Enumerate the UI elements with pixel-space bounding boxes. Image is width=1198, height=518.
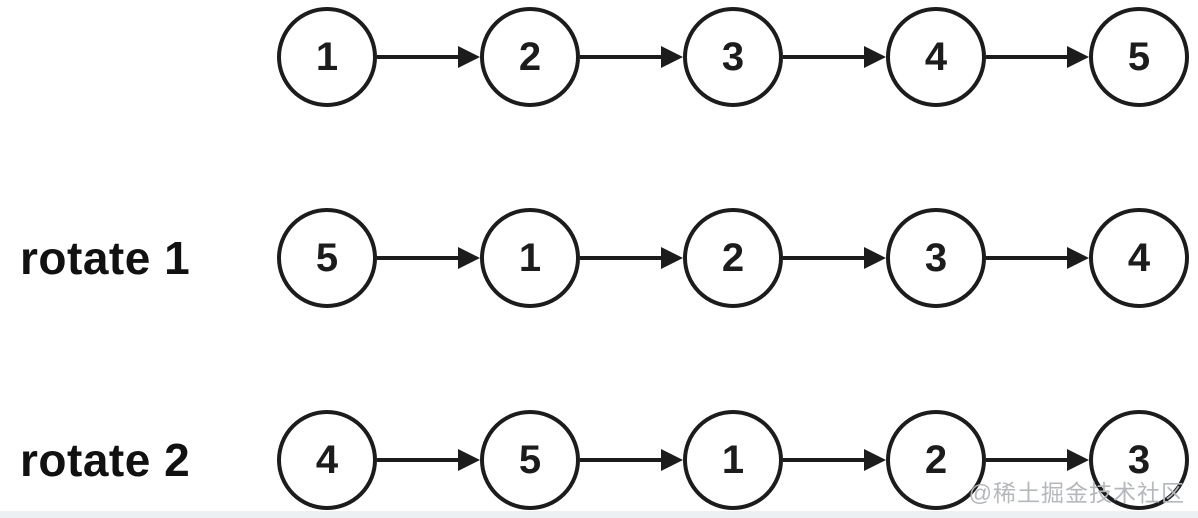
arrow-shaft xyxy=(783,458,864,462)
arrow-head xyxy=(1067,449,1089,471)
list-node: 3 xyxy=(886,208,986,308)
row-label-zone: rotate 2 xyxy=(0,410,277,510)
node-value: 5 xyxy=(315,236,339,280)
arrow-shaft xyxy=(377,458,458,462)
list-node: 2 xyxy=(683,208,783,308)
arrow-right-icon xyxy=(783,46,886,68)
arrow-right-icon xyxy=(580,247,683,269)
node-value: 4 xyxy=(1127,236,1151,280)
list-node: 1 xyxy=(683,410,783,510)
arrow-head xyxy=(458,449,480,471)
arrow-shaft xyxy=(580,55,661,59)
node-value: 5 xyxy=(518,438,542,482)
arrow-shaft xyxy=(986,458,1067,462)
node-value: 3 xyxy=(924,236,948,280)
list-node: 2 xyxy=(480,7,580,107)
arrow-shaft xyxy=(783,256,864,260)
arrow-right-icon xyxy=(986,449,1089,471)
list-node: 4 xyxy=(277,410,377,510)
arrow-head xyxy=(864,46,886,68)
row-label-zone: rotate 1 xyxy=(0,208,277,308)
node-value: 3 xyxy=(1127,438,1151,482)
list-node: 3 xyxy=(1089,410,1189,510)
arrow-shaft xyxy=(580,458,661,462)
list-node: 2 xyxy=(886,410,986,510)
row-label: rotate 2 xyxy=(20,434,191,486)
arrow-right-icon xyxy=(783,449,886,471)
row-label: rotate 1 xyxy=(20,232,191,284)
node-value: 2 xyxy=(721,236,745,280)
arrow-right-icon xyxy=(783,247,886,269)
arrow-shaft xyxy=(783,55,864,59)
list-node: 1 xyxy=(277,7,377,107)
arrow-shaft xyxy=(377,256,458,260)
arrow-right-icon xyxy=(377,449,480,471)
arrow-head xyxy=(864,247,886,269)
list-node: 4 xyxy=(1089,208,1189,308)
node-value: 4 xyxy=(924,35,948,79)
node-value: 3 xyxy=(721,35,745,79)
node-value: 1 xyxy=(721,438,745,482)
bottom-divider xyxy=(0,511,1198,518)
arrow-shaft xyxy=(986,256,1067,260)
node-value: 2 xyxy=(518,35,542,79)
node-value: 1 xyxy=(315,35,339,79)
list-node: 4 xyxy=(886,7,986,107)
list-node: 5 xyxy=(480,410,580,510)
watermark: @稀土掘金技术社区 xyxy=(968,480,1185,506)
list-node: 5 xyxy=(277,208,377,308)
node-value: 4 xyxy=(315,438,339,482)
arrow-head xyxy=(458,46,480,68)
list-row-original: 1 2 3 4 5 xyxy=(0,7,1189,107)
list-row-rotate-1: rotate 1 5 1 2 3 4 xyxy=(0,208,1189,308)
arrow-head xyxy=(458,247,480,269)
arrow-shaft xyxy=(580,256,661,260)
arrow-head xyxy=(1067,46,1089,68)
list-node: 1 xyxy=(480,208,580,308)
arrow-head xyxy=(661,247,683,269)
node-value: 2 xyxy=(924,438,948,482)
arrow-right-icon xyxy=(986,46,1089,68)
arrow-right-icon xyxy=(377,247,480,269)
arrow-head xyxy=(1067,247,1089,269)
arrow-right-icon xyxy=(986,247,1089,269)
row-label-zone xyxy=(0,7,277,107)
arrow-right-icon xyxy=(377,46,480,68)
list-row-rotate-2: rotate 2 4 5 1 2 3 xyxy=(0,410,1189,510)
list-node: 5 xyxy=(1089,7,1189,107)
list-node: 3 xyxy=(683,7,783,107)
arrow-shaft xyxy=(986,55,1067,59)
node-value: 1 xyxy=(518,236,542,280)
arrow-right-icon xyxy=(580,449,683,471)
node-value: 5 xyxy=(1127,35,1151,79)
arrow-right-icon xyxy=(580,46,683,68)
arrow-shaft xyxy=(377,55,458,59)
arrow-head xyxy=(661,46,683,68)
arrow-head xyxy=(661,449,683,471)
arrow-head xyxy=(864,449,886,471)
